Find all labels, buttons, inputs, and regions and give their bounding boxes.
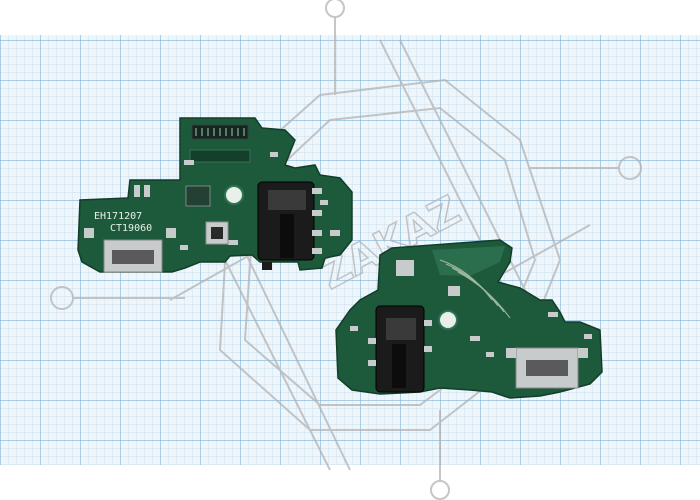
graph-paper [0,35,700,465]
pcb-board-front: EH171207 CT19060 [77,117,353,273]
board-silk-line-1: EH171207 [94,211,142,222]
board-silk-line-2: CT19060 [110,223,152,234]
pcb-board-back [335,239,603,399]
